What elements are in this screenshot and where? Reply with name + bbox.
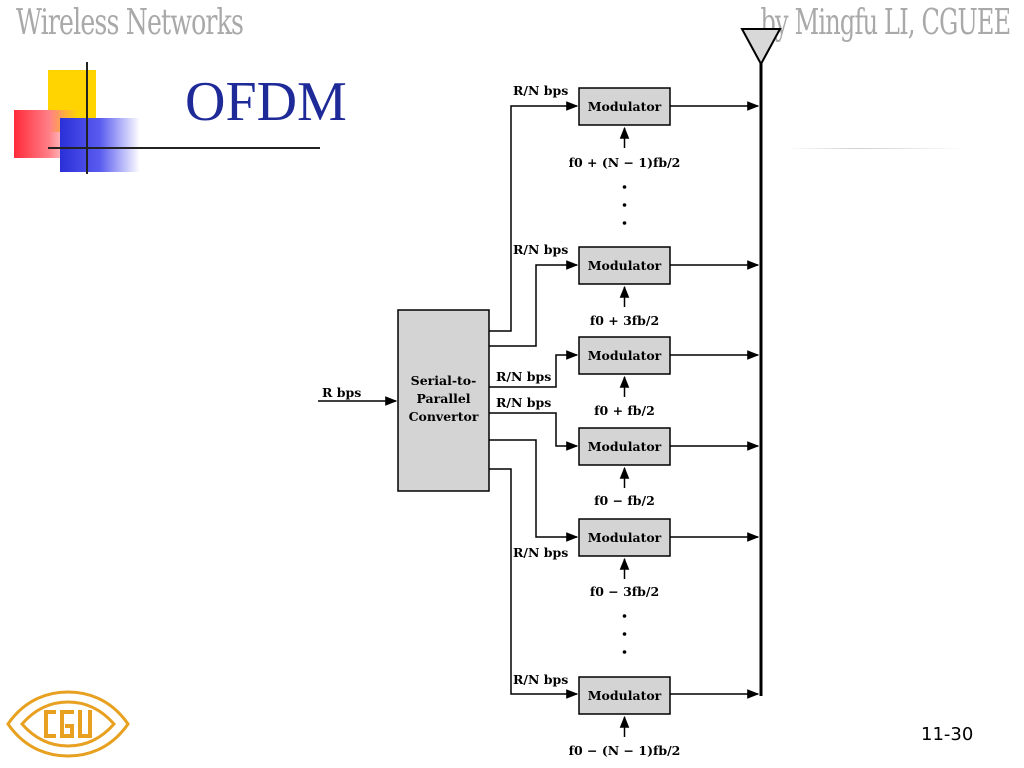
branch-connector-6	[489, 468, 579, 699]
branch-rate-label-4: R/N bps	[496, 395, 551, 410]
title-deco-right-line	[786, 148, 966, 149]
modulator-label-1: Modulator	[588, 99, 662, 114]
modulator-6: Modulator	[578, 676, 671, 715]
page-number: 11-30	[921, 724, 974, 745]
carrier-frequency-label-1: f0 + (N − 1)fb/2	[569, 155, 681, 170]
converter-label-line-1: Serial-to-	[411, 373, 477, 388]
branch-connector-1	[489, 101, 579, 332]
branch-rate-label-5: R/N bps	[513, 545, 568, 560]
modulator-label-2: Modulator	[588, 258, 662, 273]
carrier-frequency-label-5: f0 − 3fb/2	[590, 584, 659, 599]
university-logo	[6, 690, 130, 758]
lower-ellipsis	[622, 614, 627, 654]
antenna-icon	[740, 28, 782, 67]
modulator-label-3: Modulator	[588, 348, 662, 363]
modulator-label-4: Modulator	[588, 439, 662, 454]
branch-connector-5	[489, 439, 579, 542]
input-rate-label: R bps	[322, 385, 361, 400]
modulator-3: Modulator	[578, 336, 671, 375]
title-deco-vertical-line	[86, 62, 88, 174]
converter-label-line-2: Parallel	[416, 391, 470, 406]
converter-label-line-3: Convertor	[409, 409, 479, 424]
branch-rate-label-3: R/N bps	[496, 369, 551, 384]
modulator-label-6: Modulator	[588, 688, 662, 703]
carrier-frequency-label-4: f0 − fb/2	[594, 493, 655, 508]
branch-rate-label-1: R/N bps	[513, 83, 568, 98]
modulator-4: Modulator	[578, 427, 671, 466]
branch-connector-4	[489, 412, 579, 451]
modulator-2: Modulator	[578, 246, 671, 285]
modulator-5: Modulator	[578, 518, 671, 557]
title-underline	[48, 147, 320, 149]
carrier-frequency-label-6: f0 − (N − 1)fb/2	[569, 743, 681, 758]
author-credit: by Mingfu LI, CGUEE	[760, 2, 1011, 44]
modulator-1: Modulator	[578, 87, 671, 126]
modulator-label-5: Modulator	[588, 530, 662, 545]
serial-to-parallel-converter	[397, 309, 490, 492]
title-deco-blue-square	[60, 118, 140, 172]
carrier-frequency-label-2: f0 + 3fb/2	[590, 313, 659, 328]
slide-title: OFDM	[185, 71, 347, 133]
branch-connector-3	[489, 350, 579, 388]
upper-ellipsis	[622, 185, 627, 225]
branch-connector-2	[489, 260, 579, 347]
branch-rate-label-6: R/N bps	[513, 672, 568, 687]
course-title: Wireless Networks	[16, 2, 244, 44]
branch-rate-label-2: R/N bps	[513, 242, 568, 257]
carrier-frequency-label-3: f0 + fb/2	[594, 403, 655, 418]
